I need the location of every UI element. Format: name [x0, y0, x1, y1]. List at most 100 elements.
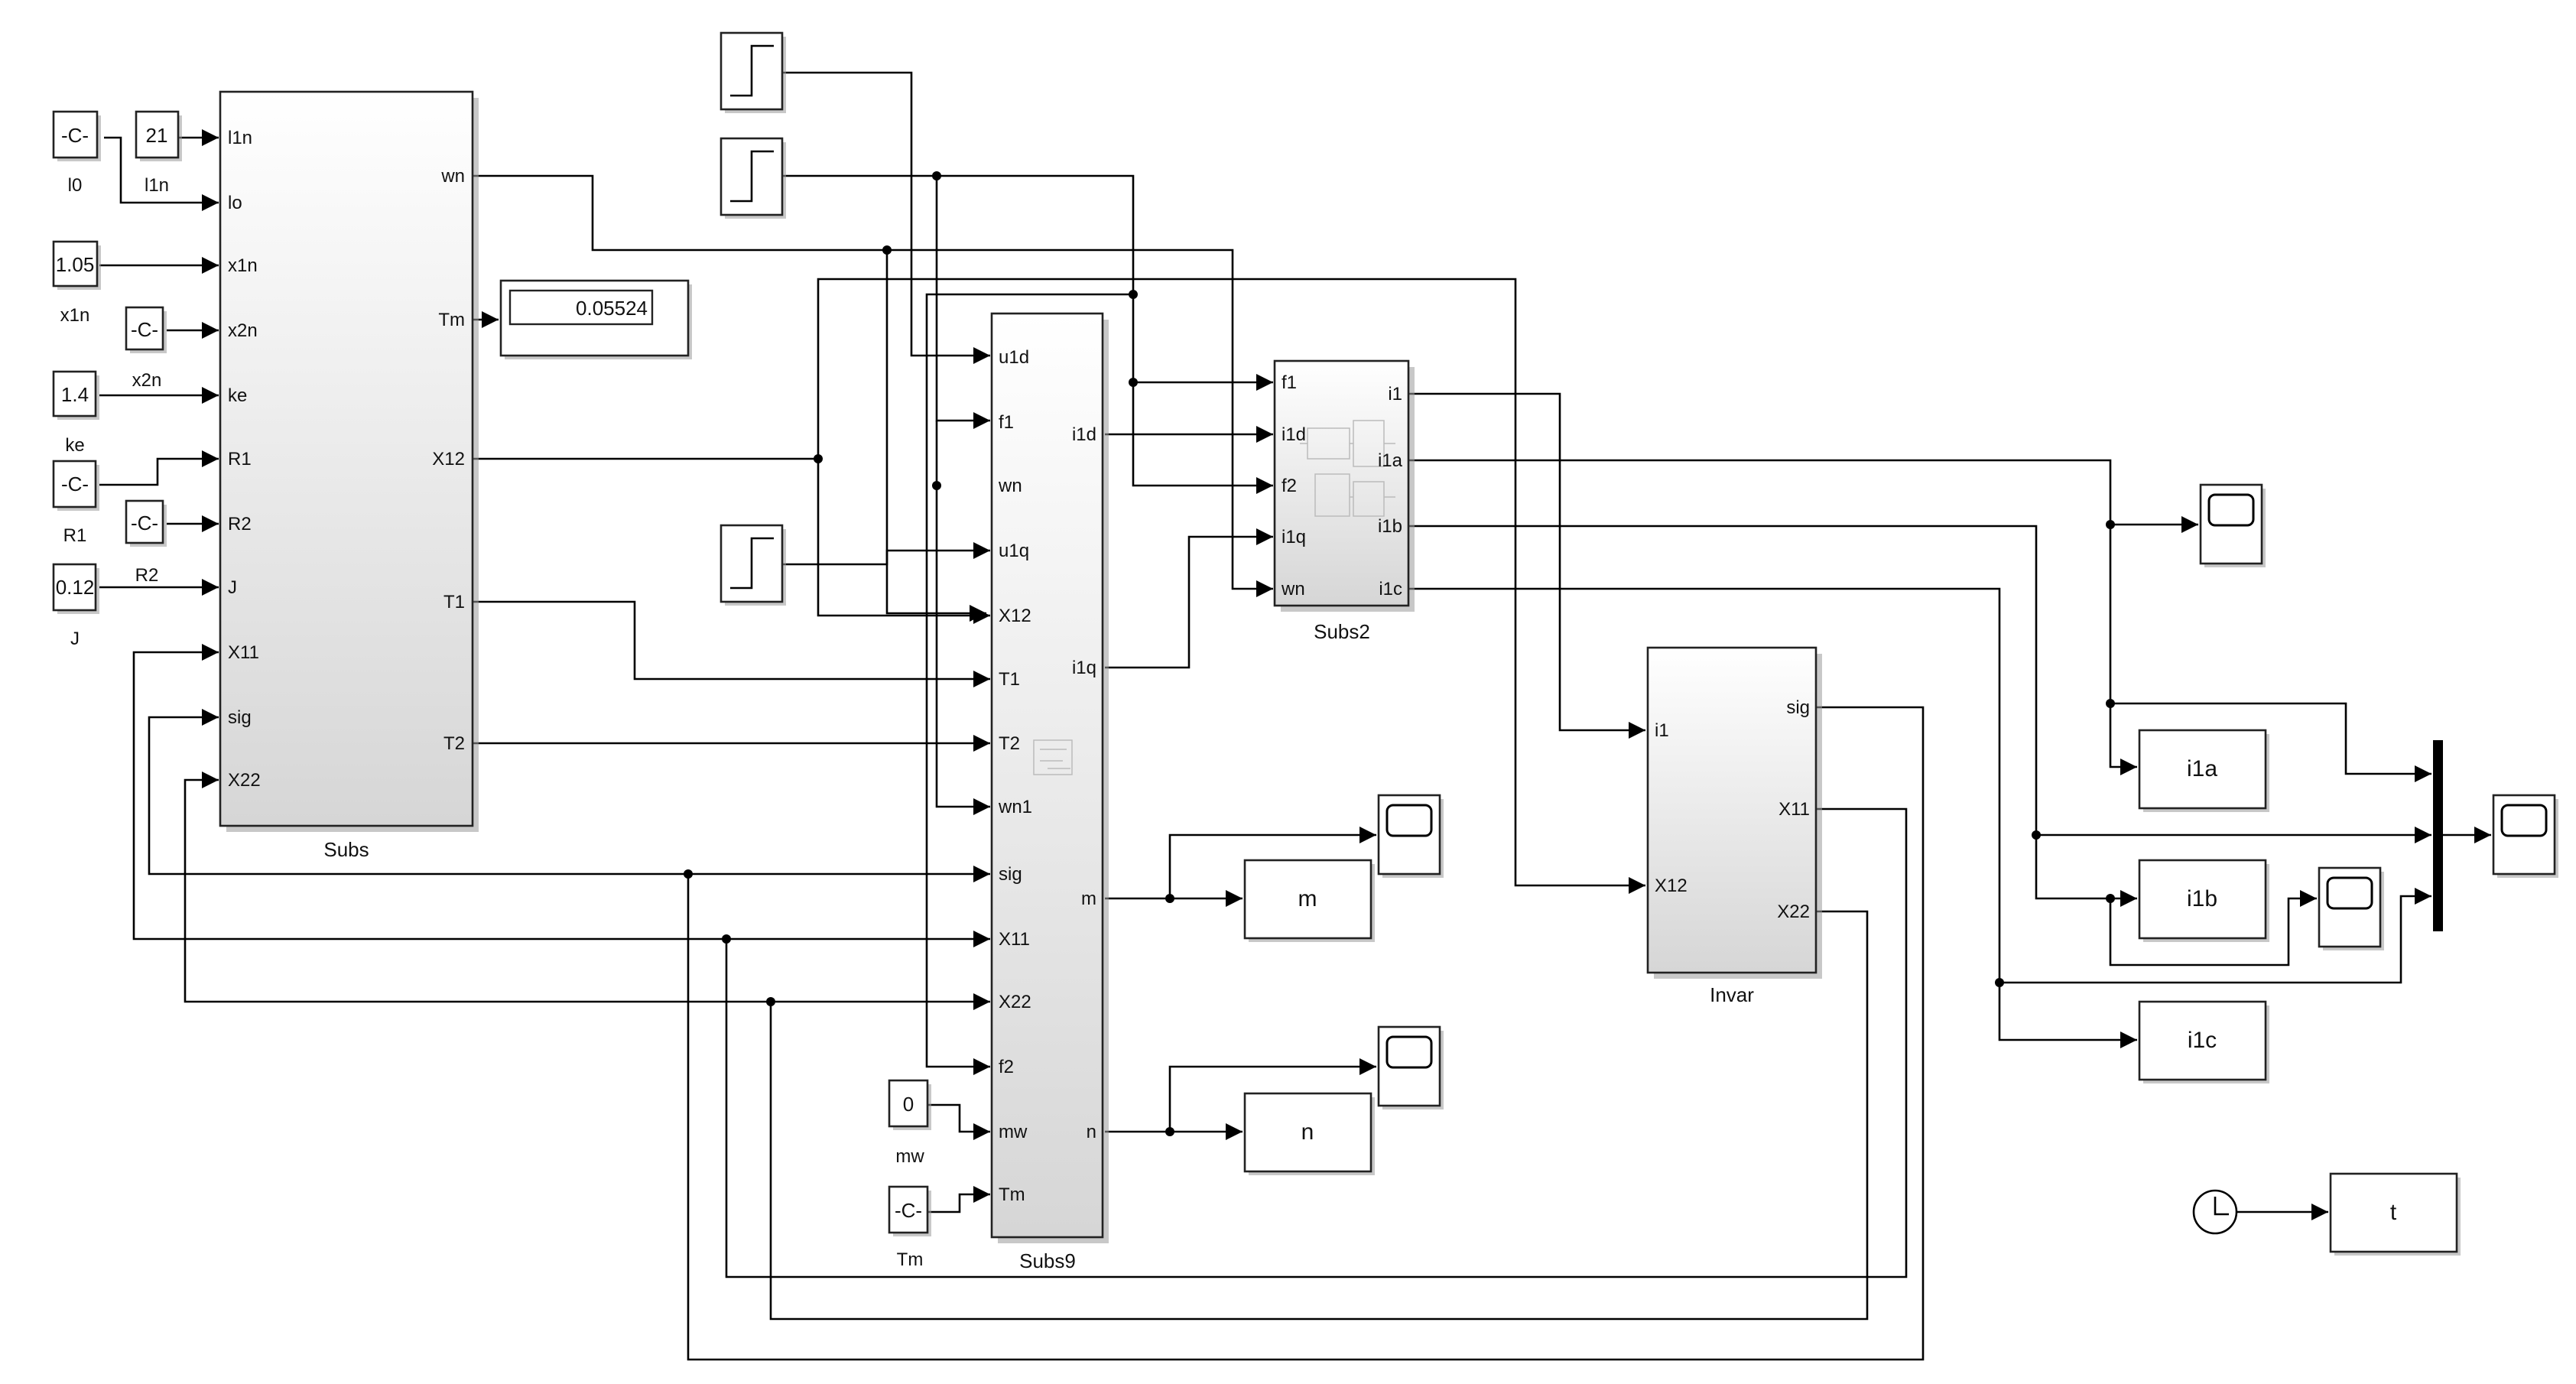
- subs9-output-ports: i1d i1q m n: [1072, 424, 1096, 1142]
- port-label: T1: [999, 669, 1020, 690]
- to-workspace-i1c[interactable]: i1c: [2138, 1000, 2269, 1083]
- step-icon[interactable]: [720, 524, 786, 606]
- port-label: i1: [1388, 384, 1402, 404]
- constant-Tm-label: Tm: [897, 1249, 924, 1270]
- wire-X22-feedback[interactable]: [184, 772, 1869, 1321]
- wire-wn-to-subs2[interactable]: [887, 249, 1273, 597]
- constant-l1n[interactable]: 21 l1n: [135, 110, 182, 196]
- constant-Tm-value: -C-: [895, 1199, 922, 1222]
- port-label: i1q: [1282, 527, 1306, 547]
- wire-i1a-mux[interactable]: [2110, 702, 2431, 782]
- port-label: sig: [228, 707, 252, 728]
- subs2-block[interactable]: Subs2 f1 i1d f2 i1q wn i1 i1a i1b i1c: [1273, 359, 1415, 643]
- port-label: R2: [228, 514, 252, 534]
- step-icon[interactable]: [720, 137, 786, 219]
- wires: [99, 71, 2491, 1361]
- wire-step2-f2[interactable]: [781, 174, 1273, 494]
- port-label: i1b: [1378, 516, 1402, 537]
- port-label: i1: [1655, 720, 1669, 741]
- port-label: Tm: [999, 1184, 1025, 1205]
- wire-T1[interactable]: [473, 600, 990, 687]
- to-workspace-label: t: [2390, 1200, 2397, 1225]
- constant-Tm[interactable]: -C- Tm: [888, 1185, 931, 1270]
- display-block[interactable]: 0.05524: [499, 279, 692, 359]
- scope-icon[interactable]: [1377, 794, 1444, 878]
- port-label: X22: [228, 770, 261, 791]
- port-label: m: [1081, 889, 1096, 909]
- port-label: u1d: [999, 347, 1029, 368]
- subs2-name: Subs2: [1314, 620, 1370, 643]
- to-workspace-i1a[interactable]: i1a: [2138, 729, 2269, 812]
- constant-R2-value: -C-: [131, 512, 158, 534]
- constant-mw[interactable]: 0 mw: [888, 1079, 931, 1167]
- subs-block[interactable]: Subs l1n lo x1n x2n ke R1 R2 J X11 sig X…: [219, 90, 479, 861]
- constant-R1[interactable]: -C- R1: [52, 460, 99, 546]
- port-label: X11: [999, 929, 1030, 950]
- wire-i1-invar[interactable]: [1408, 392, 1645, 739]
- scope-icon[interactable]: [1377, 1025, 1444, 1109]
- wire-wn-to-subs9[interactable]: [885, 250, 986, 622]
- port-label: f2: [999, 1057, 1014, 1077]
- port-label: R1: [228, 449, 252, 469]
- subs9-name: Subs9: [1019, 1249, 1076, 1272]
- wire-mw[interactable]: [927, 1103, 990, 1140]
- invar-block[interactable]: Invar i1 X12 sig X11 X22: [1646, 646, 1822, 1006]
- constant-l0[interactable]: -C- l0: [52, 110, 101, 196]
- subs9-block[interactable]: Subs9 u1d f1 wn u1q X12 T1 T2 wn1 sig X1…: [990, 312, 1109, 1272]
- wire-sig-feedback[interactable]: [148, 706, 1925, 1361]
- wire-i1q[interactable]: [1105, 528, 1273, 669]
- wire-step2-wn1[interactable]: [935, 421, 990, 815]
- wire-i1b-scope[interactable]: [2109, 890, 2317, 967]
- wire-n-scope[interactable]: [1168, 1058, 1376, 1132]
- to-workspace-m[interactable]: m: [1243, 859, 1375, 942]
- port-label: T2: [443, 733, 465, 754]
- subs-output-ports: wn Tm X12 T1 T2: [432, 166, 465, 754]
- to-workspace-label: i1a: [2187, 756, 2217, 781]
- wire-i1a-block[interactable]: [1408, 459, 2137, 775]
- constant-blocks: -C- l0 21 l1n 1.05 x1n -C- x2n 1.4: [52, 110, 931, 1270]
- subs9-thumbnail-icon: [1033, 739, 1073, 775]
- wire-m-scope[interactable]: [1168, 827, 1376, 898]
- constant-ke-value: 1.4: [61, 383, 89, 406]
- scope-icon[interactable]: [2318, 866, 2384, 950]
- scope-icon[interactable]: [2199, 483, 2266, 567]
- to-workspace-t[interactable]: t: [2329, 1172, 2461, 1256]
- wire-R1[interactable]: [99, 450, 219, 486]
- wire-step2-f1[interactable]: [935, 176, 990, 429]
- invar-name: Invar: [1710, 983, 1754, 1006]
- constant-x2n[interactable]: -C- x2n: [125, 306, 167, 391]
- wire-i1c-mux[interactable]: [1999, 888, 2431, 984]
- wire-X12-invar[interactable]: [817, 278, 1645, 894]
- port-label: sig: [1786, 697, 1810, 718]
- wire-l0-lo[interactable]: [104, 136, 219, 211]
- step-icon[interactable]: [720, 31, 786, 113]
- mux-bar[interactable]: [2433, 740, 2443, 931]
- constant-J-value: 0.12: [56, 576, 95, 599]
- to-workspace-n[interactable]: n: [1243, 1092, 1375, 1175]
- wire-i1b-block[interactable]: [1408, 525, 2137, 907]
- port-label: i1c: [1379, 579, 1402, 599]
- subs2-output-ports: i1 i1a i1b i1c: [1378, 384, 1403, 599]
- wire-f-to-subs9-f2[interactable]: [925, 293, 1133, 1075]
- constant-R2[interactable]: -C- R2: [125, 499, 167, 586]
- wire-Tm[interactable]: [927, 1186, 990, 1213]
- to-workspace-blocks: m n i1a i1b i1c t: [1243, 729, 2461, 1256]
- wire-step1-u1d[interactable]: [781, 71, 990, 364]
- to-workspace-label: m: [1298, 886, 1317, 911]
- wire-X11-feedback[interactable]: [132, 644, 1908, 1278]
- wire-wn[interactable]: [473, 174, 887, 252]
- clock-icon[interactable]: [2192, 1189, 2238, 1235]
- constant-x1n[interactable]: 1.05 x1n: [52, 240, 101, 326]
- constant-J[interactable]: 0.12 J: [52, 563, 99, 649]
- port-label: wn: [440, 166, 465, 187]
- wire-X12-subs9[interactable]: [817, 459, 990, 624]
- constant-l1n-value: 21: [146, 124, 168, 147]
- subs9-input-ports: u1d f1 wn u1q X12 T1 T2 wn1 sig X11 X22 …: [998, 347, 1032, 1205]
- scope-icon[interactable]: [2492, 794, 2558, 878]
- constant-ke[interactable]: 1.4 ke: [52, 370, 99, 456]
- to-workspace-i1b[interactable]: i1b: [2138, 859, 2269, 942]
- constant-J-label: J: [70, 629, 80, 649]
- port-label: X22: [1777, 902, 1810, 922]
- wire-step3-u1q[interactable]: [781, 542, 990, 566]
- wire-i1c-block[interactable]: [1408, 587, 2137, 1048]
